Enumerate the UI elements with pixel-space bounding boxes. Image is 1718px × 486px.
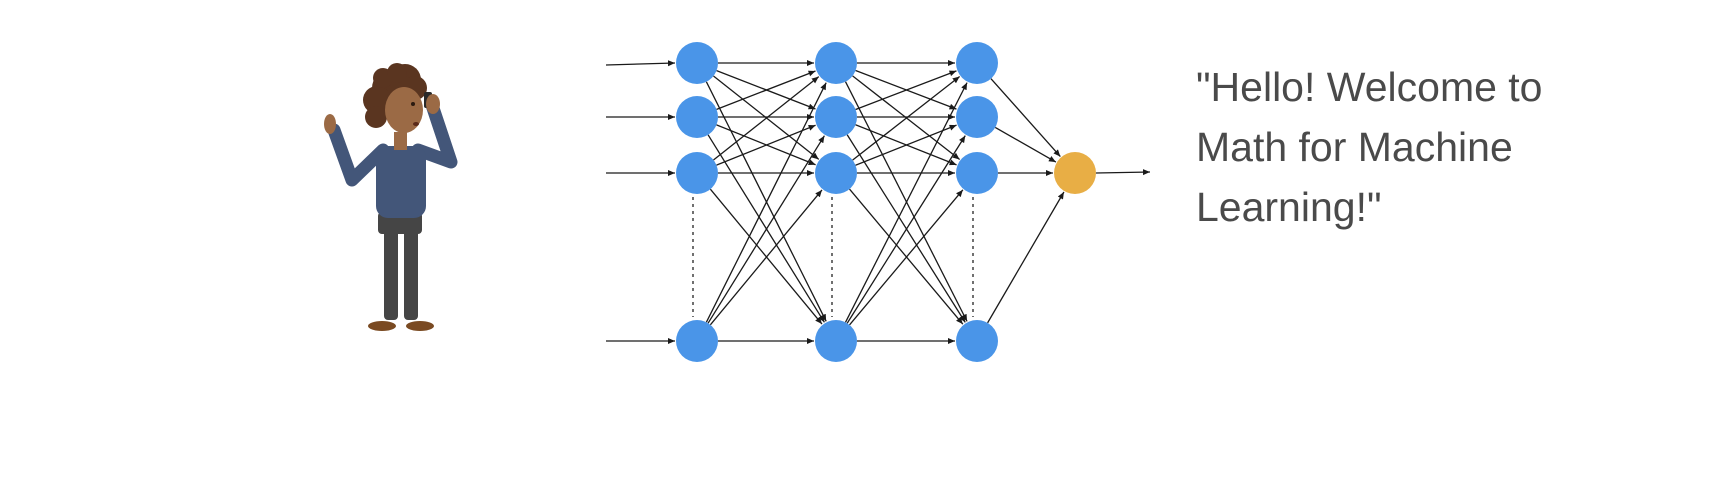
network-edges <box>605 60 1151 344</box>
node-l1-2 <box>815 152 857 194</box>
node-l2-0 <box>956 42 998 84</box>
edge-l1-3-to-0 <box>844 82 968 323</box>
mouth <box>413 122 419 126</box>
left-hand <box>324 114 336 134</box>
edge-l2-0-to-0 <box>990 78 1061 158</box>
left-leg <box>384 218 398 320</box>
node-l1-3 <box>815 320 857 362</box>
right-arm <box>411 98 458 169</box>
right-shoe <box>406 321 434 331</box>
edge-l1-3-to-1 <box>846 135 966 324</box>
left-shoe <box>368 321 396 331</box>
input-arrow-0 <box>605 60 676 67</box>
edge-l2-1-to-0 <box>994 126 1057 163</box>
node-l2-2 <box>956 152 998 194</box>
edge-l0-1-to-0 <box>716 70 816 111</box>
edge-l1-2-to-1 <box>855 124 957 166</box>
node-l0-3 <box>676 320 718 362</box>
edge-l0-2-to-1 <box>716 124 816 166</box>
speech-line-3: Learning!" <box>1196 184 1382 230</box>
right-leg <box>404 218 418 320</box>
node-l0-2 <box>676 152 718 194</box>
edge-l1-2-to-0 <box>852 76 961 161</box>
node-l0-1 <box>676 96 718 138</box>
output-node <box>1054 152 1096 194</box>
edge-l0-2-to-0 <box>713 76 820 161</box>
node-l1-1 <box>815 96 857 138</box>
network-nodes <box>676 42 1096 362</box>
speech-text: "Hello! Welcome to Math for Machine Lear… <box>1196 57 1676 237</box>
speech-line-1: "Hello! Welcome to <box>1196 64 1543 110</box>
torso <box>376 146 426 218</box>
person-on-phone-illustration <box>324 63 458 331</box>
eye <box>411 102 415 106</box>
neck <box>394 132 407 150</box>
node-l0-0 <box>676 42 718 84</box>
edge-l1-3-to-2 <box>849 189 964 326</box>
left-arm <box>327 123 390 187</box>
output-arrow <box>1095 169 1151 176</box>
edge-l1-1-to-0 <box>855 70 957 111</box>
face <box>385 87 423 133</box>
speech-line-2: Math for Machine <box>1196 124 1513 170</box>
edge-l2-3-to-0 <box>987 191 1065 324</box>
edge-l0-3-to-0 <box>705 82 827 323</box>
node-l2-3 <box>956 320 998 362</box>
node-l2-1 <box>956 96 998 138</box>
right-hand <box>426 94 440 114</box>
edge-l0-3-to-1 <box>707 135 825 324</box>
node-l1-0 <box>815 42 857 84</box>
network-ellipses <box>692 197 974 317</box>
edge-l0-3-to-2 <box>709 189 823 326</box>
